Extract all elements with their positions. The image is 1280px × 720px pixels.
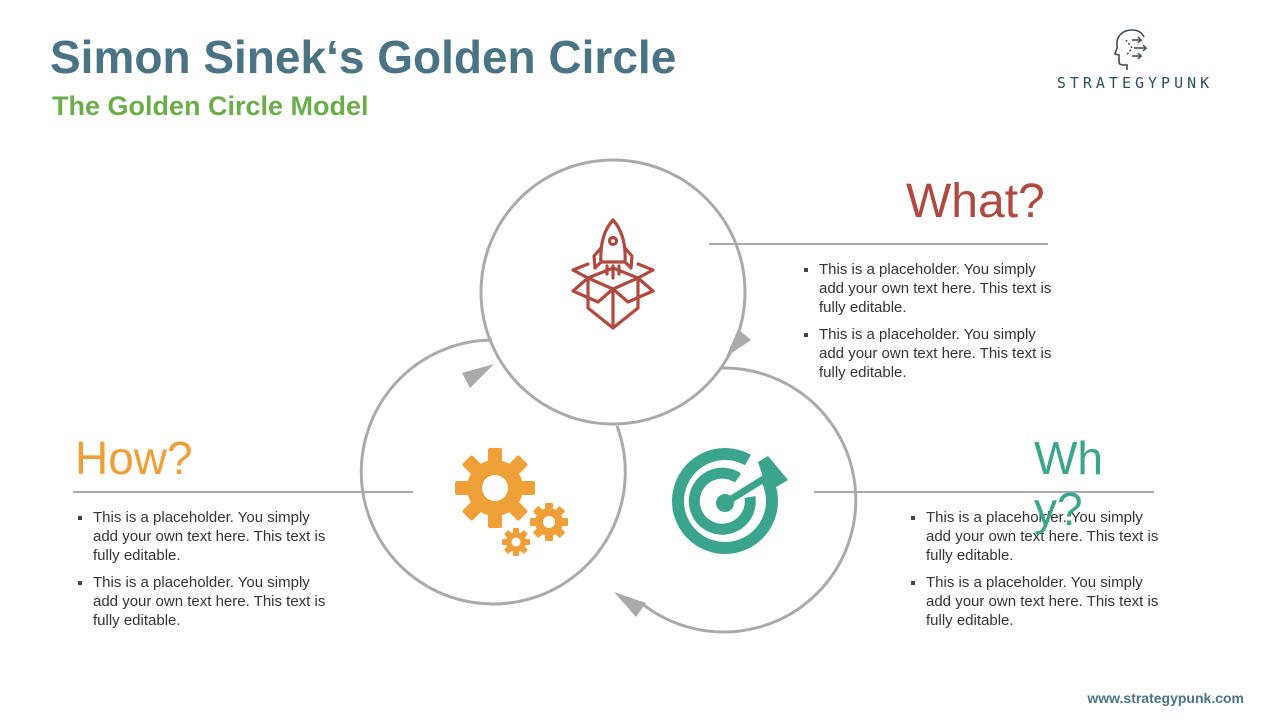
head-arrows-icon	[1114, 29, 1148, 70]
list-item: This is a placeholder. You simply add yo…	[804, 260, 1055, 317]
target-arrow-icon	[672, 448, 788, 554]
arrow-how-to-what	[462, 364, 494, 388]
list-item: This is a placeholder. You simply add yo…	[911, 508, 1162, 565]
what-circle	[479, 158, 747, 426]
why-circle	[639, 366, 858, 634]
list-item: This is a placeholder. You simply add yo…	[78, 573, 329, 630]
rocket-box-icon	[571, 218, 655, 330]
list-item: This is a placeholder. You simply add yo…	[804, 325, 1055, 382]
page-subtitle: The Golden Circle Model	[52, 91, 369, 121]
footer-website-link[interactable]: www.strategypunk.com	[1087, 690, 1244, 706]
arrow-why-to-how	[614, 592, 646, 617]
gears-icon	[455, 448, 568, 556]
page-title: Simon Sinek‘s Golden Circle	[50, 31, 677, 83]
list-item: This is a placeholder. You simply add yo…	[911, 573, 1162, 630]
strategypunk-logo: STRATEGYPUNK	[1030, 22, 1240, 102]
arrow-what-to-why	[726, 329, 751, 357]
why-bullet-list: This is a placeholder. You simply add yo…	[908, 508, 1162, 638]
why-heading: Why?	[1034, 432, 1103, 535]
how-heading: How?	[75, 432, 193, 484]
logo-wordmark: STRATEGYPUNK	[1056, 74, 1214, 92]
how-circle	[359, 338, 627, 606]
what-heading: What?	[906, 175, 1045, 228]
how-bullet-list: This is a placeholder. You simply add yo…	[75, 508, 329, 638]
what-bullet-list: This is a placeholder. You simply add yo…	[801, 260, 1055, 390]
list-item: This is a placeholder. You simply add yo…	[78, 508, 329, 565]
